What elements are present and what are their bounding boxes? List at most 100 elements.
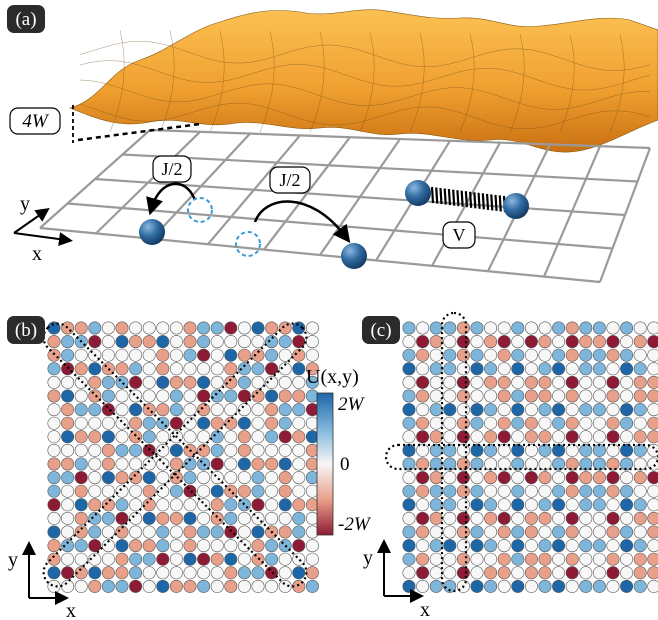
lattice-site	[497, 484, 511, 498]
lattice-site	[47, 566, 61, 580]
hop-arrow-1	[146, 182, 197, 216]
lattice-site	[115, 511, 129, 525]
colorbar: U(x,y) 2W 0 -2W	[306, 366, 372, 536]
lattice-site	[402, 375, 416, 389]
lattice-site	[620, 348, 634, 362]
lattice-site	[524, 566, 538, 580]
lattice-site	[470, 443, 484, 457]
lattice-site	[101, 403, 115, 417]
lattice-site	[443, 525, 457, 539]
lattice-site	[101, 348, 115, 362]
lattice-site	[142, 539, 156, 553]
lattice-site	[633, 348, 647, 362]
lattice-site	[265, 498, 279, 512]
lattice-site	[579, 416, 593, 430]
hop-label-2: J/2	[279, 170, 300, 190]
lattice-site	[292, 484, 306, 498]
lattice-site	[224, 484, 238, 498]
lattice-site	[47, 552, 61, 566]
lattice-site	[429, 430, 443, 444]
lattice-site	[142, 335, 156, 349]
lattice-site	[47, 375, 61, 389]
lattice-site	[456, 511, 470, 525]
lattice-site	[511, 511, 525, 525]
lattice-site	[565, 335, 579, 349]
lattice-site	[142, 321, 156, 335]
axis-x-arrow	[13, 232, 73, 247]
lattice-site	[224, 539, 238, 553]
lattice-site	[470, 552, 484, 566]
lattice-site	[552, 579, 566, 593]
lattice-site	[156, 498, 170, 512]
lattice-site	[647, 416, 658, 430]
lattice-site	[416, 321, 430, 335]
lattice-site	[402, 430, 416, 444]
lattice-site	[538, 416, 552, 430]
lattice-site	[265, 389, 279, 403]
b-axis-x-label: x	[66, 600, 76, 620]
lattice-site	[47, 525, 61, 539]
lattice-site	[484, 525, 498, 539]
spring-coil	[473, 192, 477, 209]
lattice-site	[606, 321, 620, 335]
lattice-site	[620, 362, 634, 376]
lattice-site	[429, 471, 443, 485]
lattice-site	[620, 443, 634, 457]
lattice-site	[88, 579, 102, 593]
lattice-site	[101, 579, 115, 593]
lattice-site	[443, 348, 457, 362]
lattice-site	[620, 484, 634, 498]
lattice-site	[633, 525, 647, 539]
lattice-site	[443, 471, 457, 485]
lattice-site	[101, 566, 115, 580]
lattice-site	[156, 335, 170, 349]
lattice-site	[88, 484, 102, 498]
lattice-site	[402, 539, 416, 553]
lattice-site	[74, 362, 88, 376]
lattice-site	[156, 471, 170, 485]
lattice-site	[552, 375, 566, 389]
lattice-site	[429, 498, 443, 512]
lattice-site	[47, 579, 61, 593]
lattice-site	[429, 375, 443, 389]
lattice-site	[142, 579, 156, 593]
lattice-site	[579, 321, 593, 335]
surface-line	[359, 32, 375, 133]
lattice-site	[61, 498, 75, 512]
lattice-site	[565, 579, 579, 593]
lattice-site	[484, 430, 498, 444]
lattice-site	[197, 389, 211, 403]
lattice-site	[278, 443, 292, 457]
lattice-site	[606, 579, 620, 593]
lattice-site	[197, 498, 211, 512]
lattice-site	[265, 457, 279, 471]
lattice-site	[115, 403, 129, 417]
particle-1	[139, 219, 165, 245]
lattice-site	[292, 457, 306, 471]
lattice-site	[129, 484, 143, 498]
lattice-site	[210, 389, 224, 403]
lattice-site	[183, 430, 197, 444]
lattice-site	[61, 566, 75, 580]
lattice-site	[565, 511, 579, 525]
lattice-site	[265, 403, 279, 417]
interaction-label-box	[442, 221, 476, 249]
lattice-site	[565, 457, 579, 471]
lattice-site	[278, 416, 292, 430]
colorbar-title: U(x,y)	[306, 366, 359, 388]
amplitude-label: 4W	[22, 111, 50, 132]
lattice-site	[402, 362, 416, 376]
lattice-site	[224, 579, 238, 593]
lattice-site	[565, 525, 579, 539]
lattice-site	[416, 525, 430, 539]
lattice-site	[606, 539, 620, 553]
lattice-site	[402, 498, 416, 512]
lattice-site	[210, 348, 224, 362]
lattice-site	[47, 484, 61, 498]
lattice-site	[115, 457, 129, 471]
lattice-site	[402, 525, 416, 539]
lattice-site	[74, 539, 88, 553]
lattice-site	[210, 525, 224, 539]
lattice-site	[88, 498, 102, 512]
lattice-site	[456, 375, 470, 389]
